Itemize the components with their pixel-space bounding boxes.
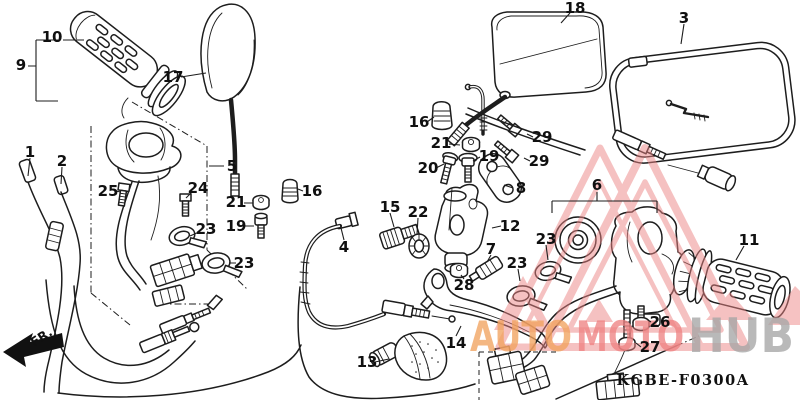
bracket-9 [28,39,58,102]
callout-19-lower: 19 [226,217,247,235]
callout-25: 25 [98,182,119,200]
cable-adjuster-4 [381,299,431,319]
boot-16-upper [431,101,453,131]
callout-12: 12 [500,217,521,235]
bolt-19-upper [458,152,478,183]
callout-16-upper: 16 [409,113,430,131]
watermark: AUTO MOTO HUB [470,144,800,364]
fasteners-left [117,178,299,279]
cable-end-fitting-2 [139,321,200,354]
callout-3: 3 [679,9,689,27]
callout-23-c: 23 [536,230,557,248]
callout-11: 11 [739,231,760,249]
wire-connector-left-2 [151,284,186,307]
callout-23-d: 23 [507,254,528,272]
diagram-code: KGBE-F0300A [617,372,750,389]
callout-16-lower: 16 [302,182,323,200]
part-callouts: 1 2 3 4 5 6 7 8 9 10 11 12 13 14 15 16 1… [16,0,760,371]
watermark-text-auto: AUTO [470,312,572,361]
left-switch-housing [105,120,203,307]
cable-end-fitting-1 [159,294,223,335]
callout-28: 28 [454,276,475,294]
choke-cable-4 [299,211,456,330]
callout-22: 22 [408,203,429,221]
leader-lines [27,12,745,363]
boot-texture [411,341,439,373]
callout-26: 26 [650,313,671,331]
left-grip [69,10,186,119]
callout-20: 20 [418,159,439,177]
bolt-19-lower [254,212,268,239]
bracket-6 [551,192,658,213]
clamp-23-a [168,225,208,249]
holder-clamp-8 [477,153,523,203]
callout-23-b: 23 [234,254,255,272]
wire-connector-left [149,253,203,288]
callout-24: 24 [188,179,209,197]
watermark-text: AUTO MOTO HUB [470,309,794,364]
clamp-23-b [201,252,243,279]
callout-2: 2 [57,152,67,170]
bolt-25 [117,182,131,207]
bolt-29-b [493,140,520,164]
dust-boot [369,331,448,381]
callout-13: 13 [357,353,378,371]
callout-21-lower: 21 [226,193,247,211]
bolt-24 [179,193,192,217]
callout-5: 5 [227,157,237,175]
brake-switch-7 [468,255,504,282]
callout-1: 1 [25,143,35,161]
watermark-text-moto: MOTO [576,312,684,361]
cable-assembly-3 [465,41,796,192]
callout-23-a: 23 [196,220,217,238]
callout-8: 8 [516,179,526,197]
boot-16-lower [281,178,299,204]
callout-4: 4 [339,238,349,256]
callout-19-upper: 19 [479,147,500,165]
right-mirror [446,11,607,147]
callout-21-upper: 21 [431,134,452,152]
callout-29-b: 29 [529,152,550,170]
callout-14: 14 [446,334,467,352]
callout-18: 18 [565,0,586,17]
watermark-text-hub: HUB [688,309,794,364]
ring-22 [408,233,430,259]
cable-3-end-cap [696,164,737,192]
callout-27: 27 [640,338,661,356]
lever-bracket-cluster [379,83,523,274]
nut-21-lower [252,194,270,211]
bottom-connectors [486,345,641,400]
callout-9: 9 [16,56,26,74]
bolt-20 [440,151,459,185]
callout-7: 7 [486,240,496,258]
callout-17: 17 [163,68,184,86]
callout-29-a: 29 [532,128,553,146]
callout-6: 6 [592,176,602,194]
watermark-triangles [494,144,800,351]
callout-10: 10 [42,28,63,46]
nut-21-upper [461,136,481,153]
callout-15: 15 [380,198,401,216]
left-mirror [200,3,256,197]
cable-end-upper [464,83,488,136]
nut-28 [449,262,469,279]
